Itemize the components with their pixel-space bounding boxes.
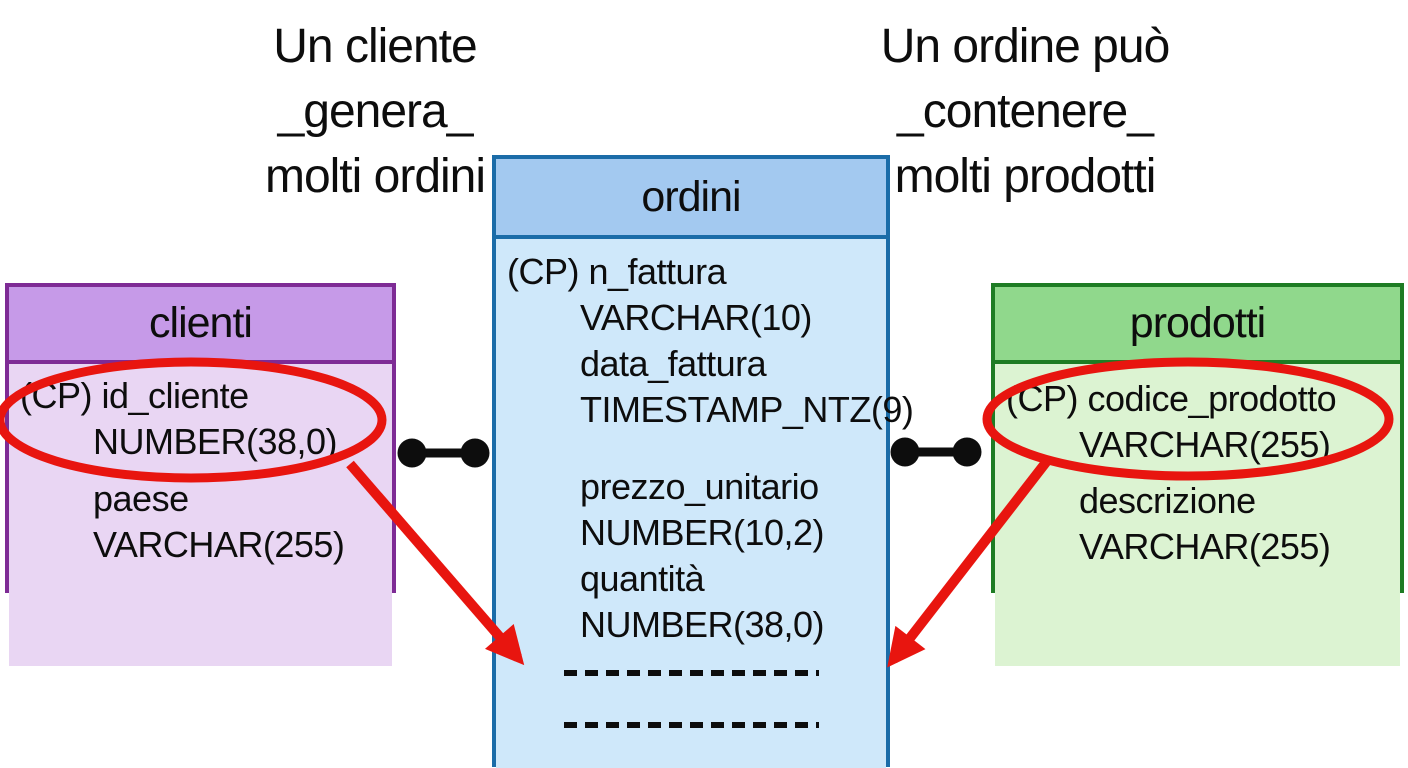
fk-placeholder-dashed-row [564, 722, 819, 728]
table-header-clienti: clienti [9, 287, 392, 364]
annotation-line: _contenere_ [897, 85, 1154, 138]
relationship-label-clienti-ordini: Un cliente _genera_ molti ordini [155, 14, 595, 209]
annotation-line: molti prodotti [894, 150, 1157, 203]
relationship-label-ordini-prodotti: Un ordine può _contenere_ molti prodotti [805, 14, 1245, 209]
field-quantit: quantità [580, 558, 705, 599]
connector-dot-icon [890, 437, 920, 467]
field-cp-codice-prodotto: (CP) codice_prodotto [1006, 378, 1337, 419]
annotation-line: Un ordine può [880, 20, 1171, 73]
field-varchar-10: VARCHAR(10) [580, 297, 812, 338]
field-prezzo-unitario: prezzo_unitario [580, 466, 819, 507]
annotation-line: _genera_ [277, 85, 474, 138]
annotation-line: Un cliente [273, 20, 477, 73]
annotation-line: molti ordini [264, 150, 486, 203]
connector-clienti-ordini [397, 438, 490, 468]
field-timestamp-ntz-9: TIMESTAMP_NTZ(9) [580, 389, 914, 430]
field-cp-id-cliente: (CP) id_cliente [20, 375, 249, 416]
connector-dot-icon [460, 438, 490, 468]
field-varchar-255: VARCHAR(255) [1079, 526, 1331, 567]
field-descrizione: descrizione [1079, 480, 1256, 521]
connector-dot-icon [952, 437, 982, 467]
connector-ordini-prodotti [890, 437, 982, 467]
field-data-fattura: data_fattura [580, 343, 767, 384]
field-number-38-0: NUMBER(38,0) [580, 604, 825, 645]
table-header-ordini: ordini [496, 159, 886, 239]
field-varchar-255: VARCHAR(255) [1079, 424, 1331, 465]
field-number-38-0: NUMBER(38,0) [93, 421, 338, 462]
fk-placeholder-dashed-row [564, 670, 819, 676]
connector-dot-icon [397, 438, 427, 468]
field-varchar-255: VARCHAR(255) [93, 524, 345, 565]
field-cp-n-fattura: (CP) n_fattura [507, 251, 727, 292]
field-number-10-2: NUMBER(10,2) [580, 512, 825, 553]
field-paese: paese [93, 478, 189, 519]
table-header-prodotti: prodotti [995, 287, 1400, 364]
